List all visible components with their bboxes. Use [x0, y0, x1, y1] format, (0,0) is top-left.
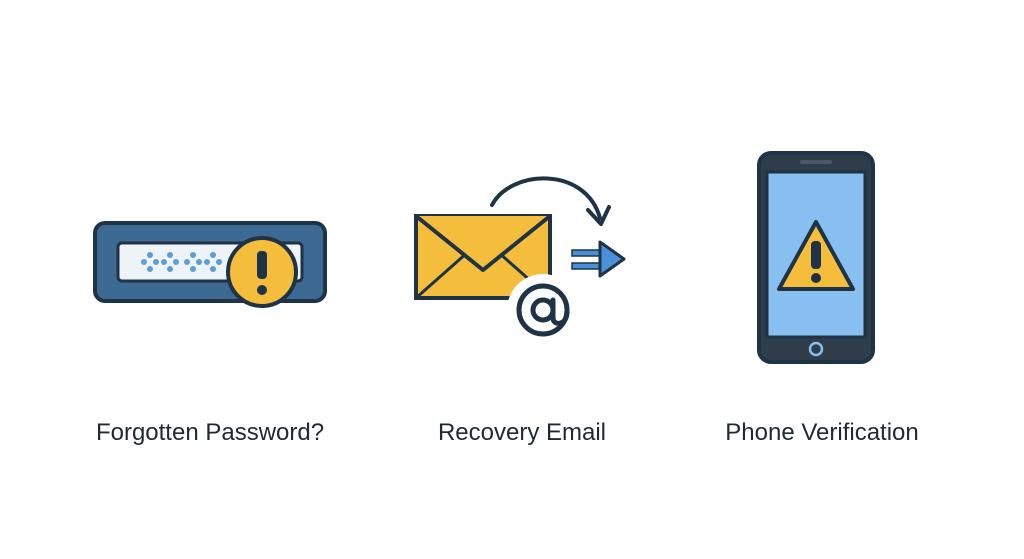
recovery-email-illustration	[410, 170, 640, 350]
curved-arrow-icon	[490, 176, 611, 226]
forgotten-password-illustration	[90, 215, 330, 315]
forgotten-password-label: Forgotten Password?	[95, 419, 325, 446]
warning-triangle-icon	[777, 220, 855, 291]
at-sign-icon	[507, 274, 579, 346]
phone-verification-illustration	[755, 150, 877, 365]
phone-verification-label: Phone Verification	[725, 419, 919, 446]
right-arrow-icon	[571, 240, 626, 278]
recovery-email-label: Recovery Email	[437, 419, 607, 446]
password-field-icon	[93, 221, 327, 308]
warning-badge-icon	[226, 236, 298, 308]
smartphone-icon	[757, 151, 875, 364]
